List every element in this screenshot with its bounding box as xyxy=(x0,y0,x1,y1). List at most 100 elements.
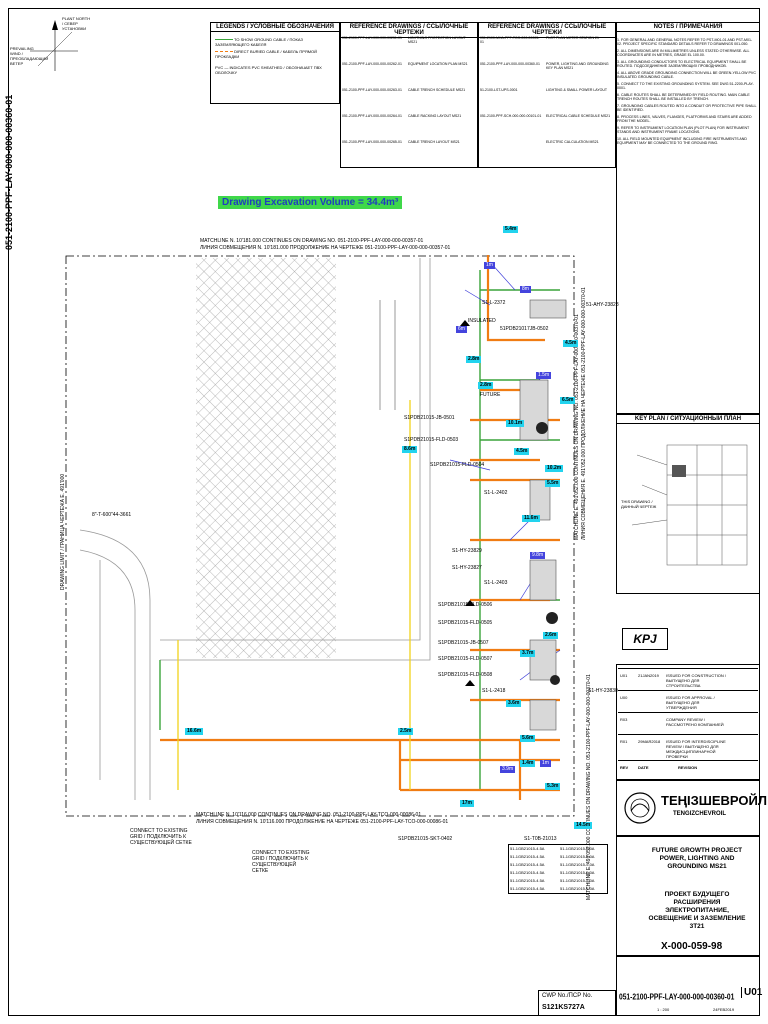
note-item: 5. CONNECT TO THE EXISTING GROUNDING SYS… xyxy=(617,81,754,91)
notes-title: NOTES / ПРИМЕЧАНИЯ xyxy=(617,23,759,32)
excavation-title: Drawing Excavation Volume = 34.4m³ xyxy=(218,196,403,209)
matchline-top-en: MATCHLINE N. 10'181.000 CONTINUES ON DRA… xyxy=(200,238,424,244)
length-tag: 2.8m xyxy=(466,356,482,363)
pipe-tag: 8"-T-600"44-3661 xyxy=(92,512,132,518)
length-tag: 5.5m xyxy=(545,480,561,487)
equip-label: S1-T0B-21013 xyxy=(524,836,557,842)
doc-code: X-000-059-98 xyxy=(661,941,723,952)
equip-label: INSULATED xyxy=(468,318,496,324)
reference-a-number: 051-2100-PPF-LAY-000-000-00264-01 xyxy=(342,114,402,118)
revision-table xyxy=(616,664,760,780)
reference-b-number: 051-2100-PPF-LAY-000-000-00360-01 xyxy=(480,62,540,66)
drawing-number: 051-2100-PPF-LAY-000-000-00360-01 xyxy=(619,993,735,1003)
cable-schedule-cell: 51-1GB21015-5.0A xyxy=(560,886,595,891)
matchline-bottom-ru: ЛИНИЯ СОВМЕЩЕНИЯ N. 10'116.000 ПРОДОЛЖЕН… xyxy=(196,819,449,825)
revision-cell: R01 xyxy=(620,739,628,744)
company-name-latin: TENGIZCHEVROIL xyxy=(673,811,727,817)
equip-label: S1-HY-23829 xyxy=(452,548,482,554)
revision-cell: U00 xyxy=(620,695,628,700)
offset-tag: 1m xyxy=(484,262,495,269)
reference-b-title: LIGHTING & SMALL POWER LAYOUT xyxy=(546,88,608,92)
company-block: ТЕҢІЗШЕВРОЙЛ TENGIZCHEVROIL xyxy=(616,780,767,836)
equip-label: S1-HY-23830 xyxy=(588,688,618,694)
scale-value: 1 : 200 xyxy=(657,1007,670,1012)
reference-b-number: 051-2100-MHA-PPF-TCO-000-00005-01 xyxy=(480,36,540,44)
date-value: 24FEB2019 xyxy=(713,1007,735,1012)
project-title-ru: ПРОЕКТ БУДУЩЕГО РАСШИРЕНИЯ ЭЛЕКТРОПИТАНИ… xyxy=(648,891,746,930)
cwp-label: CWP No./ПСР No. xyxy=(542,993,593,999)
reference-a-title: LIGHTNING PROTECTION LAYOUT MS21 xyxy=(408,36,466,44)
reference-a-number: 051-2100-PPF-LAY-000-000-00265-01 xyxy=(342,140,402,144)
equip-label: S1PDB21015-FLD-0504 xyxy=(430,462,485,468)
key-plan-this-drawing: THIS DRAWING / ДАННЫЙ ЧЕРТЕЖ xyxy=(621,499,657,509)
length-tag: 8.6m xyxy=(402,446,418,453)
equip-label: S1-L-2403 xyxy=(484,580,508,586)
cable-schedule-cell: 51-1GB21015-5.0A xyxy=(560,878,595,883)
equip-label: S1PDB21015-FLD-0508 xyxy=(438,672,493,678)
note-item: 10. ALL FIELD MOUNTED EQUIPMENT INCLUDIN… xyxy=(617,136,747,146)
reference-b-title: ELECTRIC CALCULATION MS21 xyxy=(546,140,599,144)
length-tag: 2.8m xyxy=(478,382,494,389)
revision-cell: ISSUED FOR CONSTRUCTION / ВЫПУЩЕНО ДЛЯ С… xyxy=(666,673,727,688)
revision-cell: 21JAN2019 xyxy=(638,673,659,678)
kpj-logo: KPJ xyxy=(622,628,668,650)
reference-a-title: CABLE TRENCH SCHEDULE MS21 xyxy=(408,88,466,92)
equip-label: 51PDB21017JB-0502 xyxy=(500,326,549,332)
length-tag: 2.5m xyxy=(398,728,414,735)
cable-schedule-cell: 51-1GB21015-4.5A xyxy=(510,886,545,891)
cwp-value: S121KS727A xyxy=(542,1004,585,1011)
reference-a-number: 051-2100-PPF-LAY-000-000-00263-01 xyxy=(342,88,402,92)
revision-cell: ISSUED FOR APPROVAL / ВЫПУЩЕНО ДЛЯ УТВЕР… xyxy=(666,695,715,710)
legend-item-pvc: PVC — INDICATES PVC SHEATHED / ОБОЗНАЧАЕ… xyxy=(215,65,322,75)
notes-list: 1. FOR GENERAL AND GENERAL NOTES REFER T… xyxy=(617,38,757,148)
revision-cell: COMPANY REVIEW / РАССМОТРЕНО КОМПАНИЕЙ xyxy=(666,717,724,727)
length-tag: 5.3m xyxy=(545,783,561,790)
length-tag: 14.5m xyxy=(574,822,593,829)
length-tag: 5.6m xyxy=(520,735,536,742)
length-tag: 10.2m xyxy=(545,465,564,472)
company-emblem-icon xyxy=(624,792,656,824)
drawing-number-row: 051-2100-PPF-LAY-000-000-00360-01 U01 1 … xyxy=(616,956,762,1016)
plant-north-label: PLANT NORTH / СЕВЕР УСТАНОВКИ xyxy=(62,16,91,31)
cable-schedule-table xyxy=(508,844,608,894)
reference-a-title: EQUIPMENT LOCATION PLAN MS21 xyxy=(408,62,468,66)
revision-cell: 29MAR2018 xyxy=(638,739,661,744)
reference-b-number: 51-2100-LST-UPS-0001 xyxy=(480,88,518,92)
reference-b-title: ELECTRICAL CABLE SCHEDULE MS21 xyxy=(546,114,611,118)
cable-schedule-cell: 51-1GB21015-4.5A xyxy=(510,878,545,883)
project-title-block: FUTURE GROWTH PROJECT POWER, LIGHTING AN… xyxy=(616,836,760,956)
length-tag: 4.5m xyxy=(514,448,530,455)
revision-cell: U01 xyxy=(620,673,628,678)
key-plan-map xyxy=(631,444,748,566)
offset-tag: 1m xyxy=(540,760,551,767)
cable-schedule-cell: 51-1GB21015-4.5A xyxy=(510,854,545,859)
connect-grid-note: CONNECT TO EXISTING GRID / ПОДКЛЮЧИТЬ К … xyxy=(252,850,310,874)
equip-label: S1PDB21015-JB-0507 xyxy=(438,640,489,646)
reference-a-number: 051-2100-PPF-LAY-000-000-00262-01 xyxy=(342,62,402,66)
reference-b-title: POWER, LIGHTING AND GROUNDING KEY PLAN M… xyxy=(546,62,609,70)
cwp-box: CWP No./ПСР No. S121KS727A xyxy=(538,990,616,1016)
matchline-bottom-en: MATCHLINE N. 10'116.000 CONTINUES ON DRA… xyxy=(196,812,422,818)
length-tag: 2.6m xyxy=(543,632,559,639)
offset-tag: 1.5m xyxy=(536,372,552,379)
cable-schedule-cell: 51-1GB21015-5.0A xyxy=(560,870,595,875)
legend-item-ground: TO SHOW GROUND CABLE / ПОКАЗ ЗАЗЕМЛЯЮЩЕГ… xyxy=(215,37,303,47)
length-tag: 10.1m xyxy=(506,420,525,427)
revision-header-cell: REVISION xyxy=(678,765,698,770)
revision-row: U00 ISSUED FOR APPROVAL / ВЫПУЩЕНО ДЛЯ УТ… xyxy=(618,690,758,713)
length-tag: 17m xyxy=(460,800,475,807)
key-plan-box: KEY PLAN / СИТУАЦИОННЫЙ ПЛАН THIS DRAWIN… xyxy=(616,414,760,594)
legend-title: LEGENDS / УСЛОВНЫЕ ОБОЗНАЧЕНИЯ xyxy=(211,23,339,32)
rev-value: U01 xyxy=(741,987,762,998)
notes-box: NOTES / ПРИМЕЧАНИЯ xyxy=(616,22,760,414)
references-a-box: REFERENCE DRAWINGS / ССЫЛОЧНЫЕ ЧЕРТЕЖИ xyxy=(340,22,478,168)
references-a-title: REFERENCE DRAWINGS / ССЫЛОЧНЫЕ ЧЕРТЕЖИ xyxy=(341,23,477,38)
prevailing-wind-label: PREVAILING WIND / ПРЕОБЛАДАЮЩИЙ ВЕТЕР xyxy=(10,46,49,66)
key-plan-title: KEY PLAN / СИТУАЦИОННЫЙ ПЛАН xyxy=(617,415,759,424)
length-tag: 16.6m xyxy=(185,728,204,735)
note-item: 7. GROUNDING CABLES ROUTED INTO A CONDUI… xyxy=(617,103,757,113)
equip-label: 51-AHY-23828 xyxy=(586,302,619,308)
note-item: 8. PROCESS LINES, VALVES, FLANGES, PLATF… xyxy=(617,114,752,124)
